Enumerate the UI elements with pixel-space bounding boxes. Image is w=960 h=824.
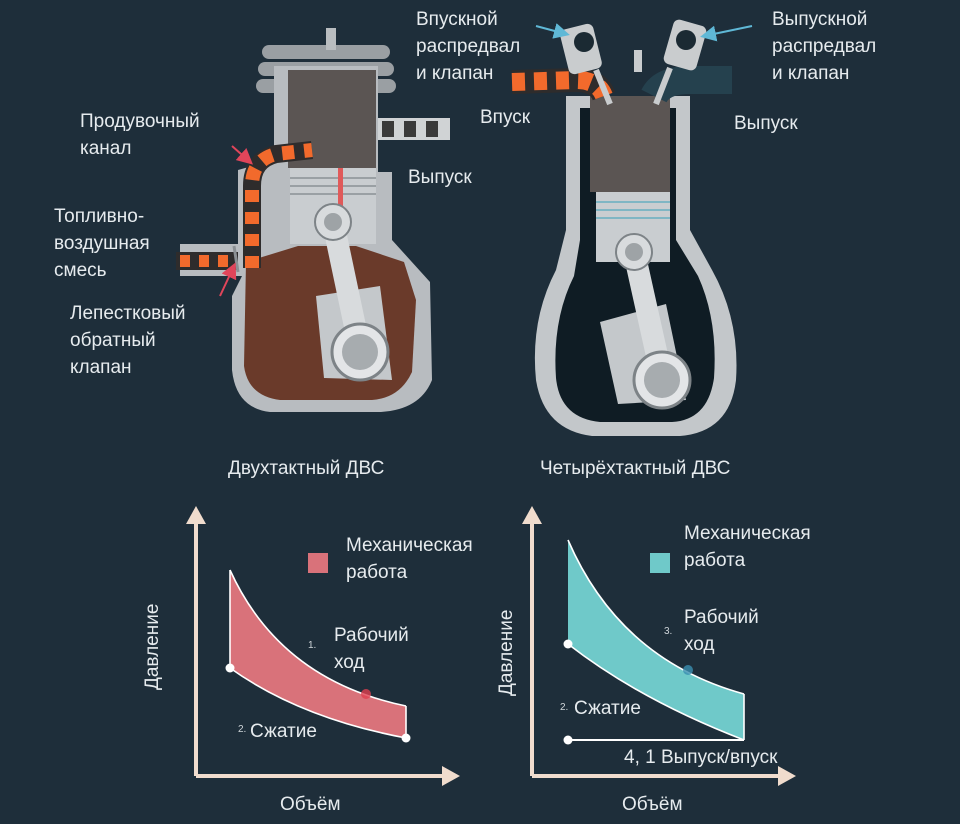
x-axis-label-left: Объём xyxy=(280,794,341,815)
label-transfer-port: Продувочный канал xyxy=(80,111,200,159)
four-stroke-chamber xyxy=(590,96,670,192)
legend-swatch-left xyxy=(308,553,328,573)
pv-point-right-a xyxy=(563,639,573,649)
legend-label-left: Механическая работа xyxy=(346,535,473,583)
label-power-stroke-left: Рабочий ход xyxy=(334,625,409,673)
pv-diagram-left xyxy=(186,506,460,786)
spark-plug xyxy=(326,28,336,50)
legend-swatch-right xyxy=(650,553,670,573)
label-intake-camshaft: Впускной распредвал и клапан xyxy=(416,9,521,84)
reed-valve xyxy=(232,245,240,273)
label-intake: Впуск xyxy=(480,107,531,128)
pv-point-right-b xyxy=(563,735,573,745)
stroke-1-number: 1. xyxy=(308,640,317,651)
label-fuel-mixture: Топливно- воздушная смесь xyxy=(54,206,150,281)
label-two-stroke-exhaust: Выпуск xyxy=(408,167,472,188)
label-reed-valve: Лепестковый обратный клапан xyxy=(70,303,186,378)
label-four-stroke-exhaust: Выпуск xyxy=(734,113,798,134)
exhaust-camshaft xyxy=(653,19,707,106)
pv-point-left-a xyxy=(225,663,235,673)
transfer-port xyxy=(243,141,313,268)
x-axis-label-right: Объём xyxy=(622,794,683,815)
label-exhaust-camshaft: Выпускной распредвал и клапан xyxy=(772,9,877,84)
y-axis-label-right: Давление xyxy=(496,609,517,696)
stroke-3-number: 3. xyxy=(664,626,673,637)
legend-label-right: Механическая работа xyxy=(684,523,811,571)
label-compression-left: Сжатие xyxy=(250,721,317,742)
pv-point-left-b xyxy=(401,733,411,743)
caption-four-stroke: Четырёхтактный ДВС xyxy=(540,458,731,479)
caption-two-stroke: Двухтактный ДВС xyxy=(228,458,385,479)
label-power-stroke-right: Рабочий ход xyxy=(684,607,759,655)
label-compression-right: Сжатие xyxy=(574,698,641,719)
two-stroke-engine xyxy=(176,28,450,412)
work-area-right xyxy=(568,540,744,740)
intake-camshaft xyxy=(560,23,613,106)
exhaust-port xyxy=(641,66,732,104)
four-stroke-engine xyxy=(511,19,753,436)
stroke-2-number-left: 2. xyxy=(238,724,247,735)
stroke-2-number-right: 2. xyxy=(560,702,569,713)
pv-diagram-right xyxy=(522,506,796,786)
label-exhaust-intake-stroke: 4, 1 Выпуск/впуск xyxy=(624,747,778,768)
y-axis-label-left: Давление xyxy=(142,603,163,690)
